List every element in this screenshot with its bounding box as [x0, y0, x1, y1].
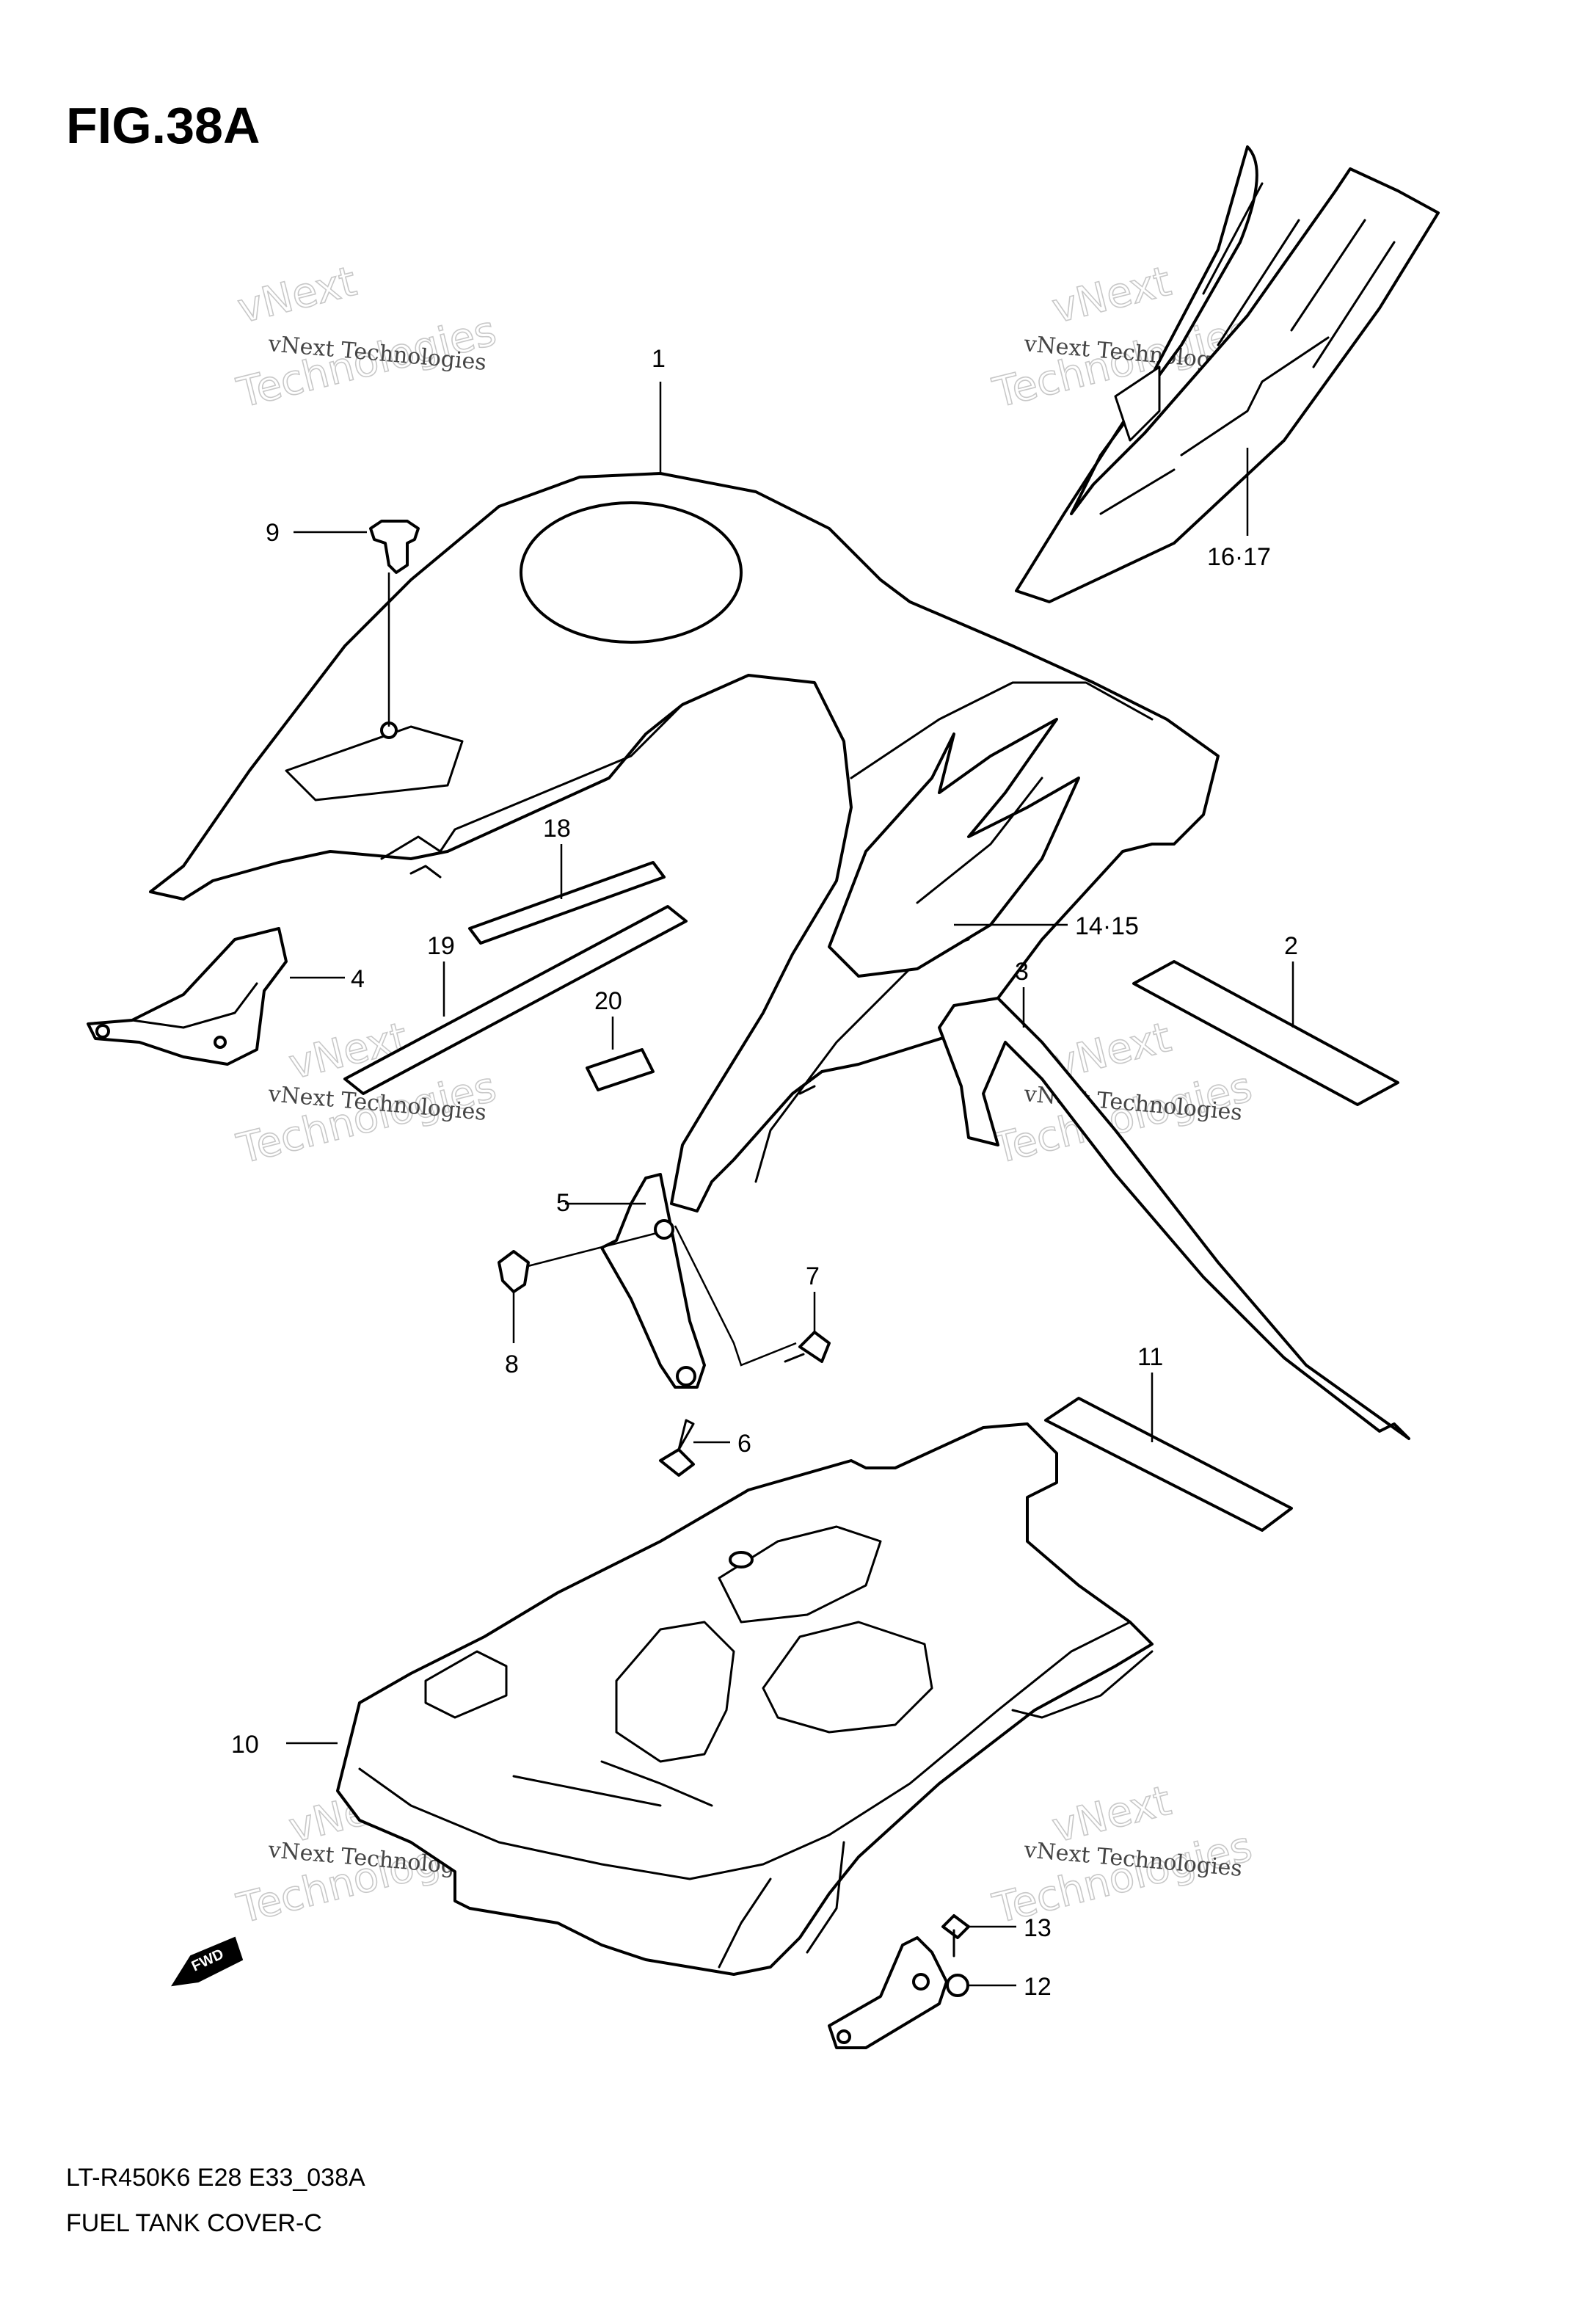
nut-part-8	[498, 1250, 530, 1343]
figure-name: FUEL TANK COVER-C	[66, 2209, 322, 2237]
pad-part-20	[586, 1017, 655, 1091]
callout-13: 13	[1024, 1914, 1052, 1942]
callout-1: 1	[652, 345, 666, 373]
callout-19: 19	[427, 932, 455, 960]
clip-part-9	[294, 520, 420, 727]
callout-2: 2	[1284, 932, 1298, 960]
figure-title: FIG.38A	[66, 97, 260, 154]
strip-part-18	[468, 844, 666, 945]
stay-part-5	[513, 1173, 797, 1389]
callout-11: 11	[1137, 1343, 1163, 1371]
callout-5: 5	[556, 1189, 570, 1217]
callout-16-17: 16·17	[1207, 543, 1271, 571]
callout-3: 3	[1015, 958, 1029, 986]
screw-part-13	[941, 1914, 1016, 1957]
callout-18: 18	[543, 815, 571, 843]
strip-part-19	[343, 905, 688, 1095]
callout-14-15: 14·15	[1075, 912, 1139, 940]
trim-part-3	[938, 987, 1410, 1440]
watermark-vnext: vNext	[1048, 258, 1176, 333]
callout-4: 4	[351, 965, 365, 993]
callout-20: 20	[594, 987, 622, 1015]
watermark-top-left: vNext Technologies vNext Technologies	[232, 257, 501, 418]
watermark-mid-left: vNext Technologies vNext Technologies	[232, 1013, 501, 1174]
callout-12: 12	[1024, 1973, 1052, 2001]
fwd-arrow-icon: FWD	[171, 1936, 244, 1987]
bracket-part-4	[87, 927, 345, 1066]
model-code: LT-R450K6 E28 E33_038A	[66, 2164, 365, 2192]
decal-part-16-17	[1015, 145, 1440, 603]
under-cover-part-10	[286, 1422, 1154, 1976]
screw-part-6	[659, 1419, 730, 1477]
callout-7: 7	[806, 1262, 820, 1290]
callout-10: 10	[231, 1731, 259, 1759]
callout-8: 8	[505, 1351, 519, 1378]
strip-part-11	[1044, 1373, 1293, 1532]
watermark-bottom-right: vNext Technologies vNext Technologies	[988, 1776, 1257, 1933]
screw-part-7	[784, 1292, 831, 1363]
callout-6: 6	[737, 1430, 751, 1458]
bracket-part-12	[828, 1936, 1016, 2049]
watermark-vnext: vNext	[233, 258, 361, 333]
strip-part-2	[1132, 960, 1399, 1106]
callout-9: 9	[266, 519, 280, 547]
